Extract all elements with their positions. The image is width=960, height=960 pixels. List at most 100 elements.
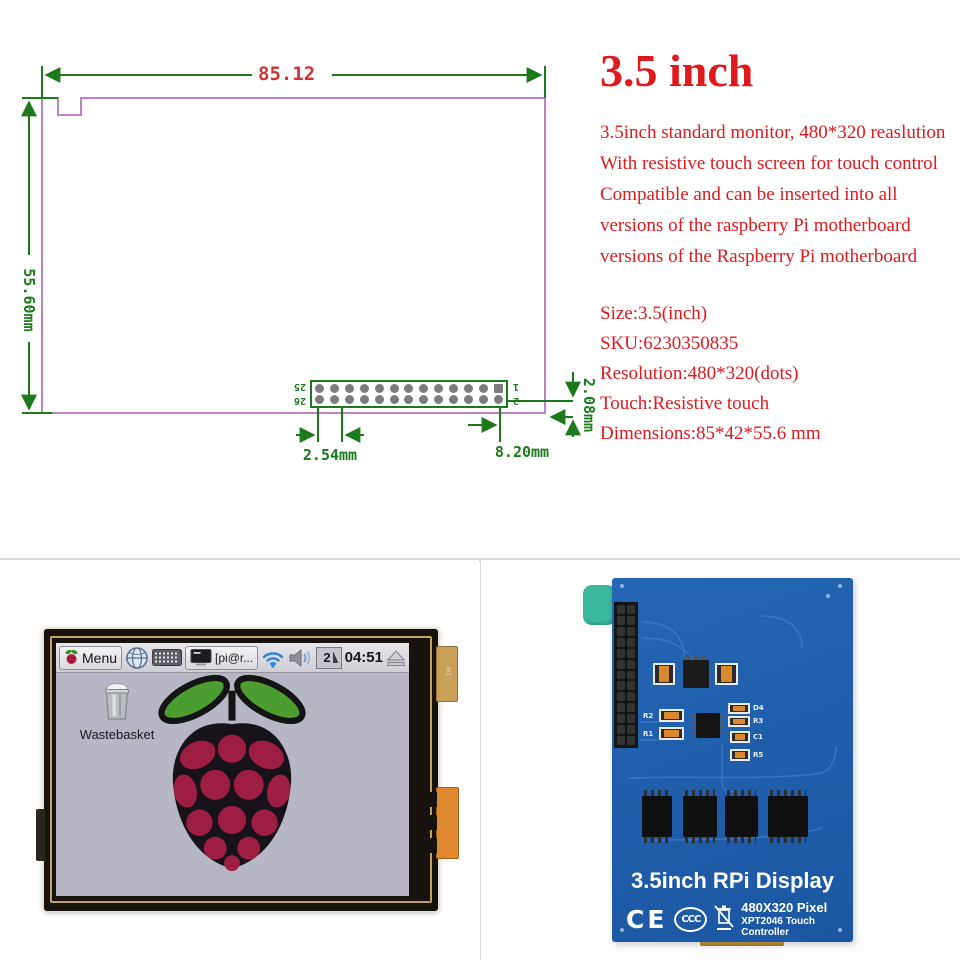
capacitor-c1: [730, 731, 750, 743]
header-hole: [617, 725, 625, 735]
display-front-photo: 0/1: [20, 562, 480, 960]
header-hole: [627, 659, 635, 669]
driver-ic: [642, 790, 672, 843]
header-hole: [617, 692, 625, 702]
silkscreen-r2: R2: [643, 712, 654, 720]
weee-icon: [714, 904, 734, 935]
silkscreen-c1: C1: [753, 733, 764, 741]
header-hole: [617, 637, 625, 647]
right-gold-tab: [436, 646, 458, 702]
connector-pin: [404, 384, 414, 393]
connector-pin: [449, 384, 459, 393]
connector-pin: [374, 384, 384, 393]
connector-pin: [464, 384, 474, 393]
product-description: 3.5inch standard monitor, 480*320 reaslu…: [600, 117, 960, 272]
raspbian-screen: Menu: [56, 643, 409, 896]
resistor-r2: [659, 709, 684, 722]
connector-pin: [389, 384, 399, 393]
spec-size: Size:3.5(inch): [600, 302, 708, 324]
pin-label-2: 2: [513, 395, 520, 406]
cpu-monitor[interactable]: 2: [316, 646, 342, 669]
header-hole: [627, 615, 635, 625]
capacitor-component: [653, 663, 675, 685]
connector-pin: [389, 395, 399, 404]
description-line: versions of the Raspberry Pi motherboard: [600, 245, 918, 267]
product-title: 3.5 inch: [600, 45, 754, 96]
description-line: versions of the raspberry Pi motherboard: [600, 214, 911, 236]
connector-pin: [344, 384, 354, 393]
header-hole: [627, 681, 635, 691]
spec-resolution: Resolution:480*320(dots): [600, 362, 799, 384]
keyboard-icon[interactable]: [152, 649, 183, 666]
connector-pin: [419, 395, 429, 404]
stylus-clip: [583, 585, 616, 625]
header-hole: [617, 626, 625, 636]
connector-pin: [344, 395, 354, 404]
cpu-value: 2: [323, 650, 331, 665]
description-line: 3.5inch standard monitor, 480*320 reaslu…: [600, 121, 946, 143]
wifi-icon[interactable]: [261, 648, 285, 668]
bottom-flex-strip: [700, 940, 784, 946]
connector-pin: [478, 395, 488, 404]
header-hole: [617, 681, 625, 691]
spec-dimensions: Dimensions:85*42*55.6 mm: [600, 422, 821, 444]
connector-pin: [329, 395, 339, 404]
connector-pin: [449, 395, 459, 404]
cpu-graph-icon: [332, 652, 338, 663]
resistor-r3: [728, 716, 750, 727]
diagram-lines: [21, 66, 581, 443]
board-outline: [41, 97, 546, 414]
terminal-button-label: [pi@r...: [215, 650, 254, 665]
terminal-window-button[interactable]: [pi@r...: [185, 645, 259, 670]
silkscreen-r1: R1: [643, 730, 654, 738]
gpio-connector-footprint: [310, 380, 508, 408]
horizontal-divider: [0, 558, 960, 560]
resistor-r5: [730, 749, 750, 761]
connector-pin: [434, 384, 444, 393]
connector-pin: [493, 395, 503, 404]
connector-pin: [464, 395, 474, 404]
header-hole: [617, 703, 625, 713]
driver-ic: [768, 790, 808, 843]
browser-globe-icon[interactable]: [125, 646, 149, 670]
header-hole: [627, 670, 635, 680]
connector-pin: [315, 384, 324, 393]
volume-icon[interactable]: [288, 648, 313, 668]
taskbar-clock[interactable]: 04:51: [344, 649, 383, 666]
connector-pin: [359, 384, 369, 393]
trash-can-icon: [105, 683, 129, 720]
bezel-gold-frame: [50, 636, 432, 903]
flex-marking-label: 0/1: [444, 667, 453, 676]
wastebasket-label: Wastebasket: [79, 727, 155, 742]
header-hole: [627, 736, 635, 745]
width-dimension-label: 85.12: [254, 63, 320, 85]
connector-pin: [404, 395, 414, 404]
silkscreen-r5: R5: [753, 751, 764, 759]
pitch-dimension-label: 2.54mm: [302, 446, 358, 464]
header-hole: [617, 670, 625, 680]
height-dimension-label: 55.60mm: [20, 268, 38, 332]
description-line: Compatible and can be inserted into all: [600, 183, 898, 205]
header-hole: [627, 714, 635, 724]
eject-icon[interactable]: [386, 649, 406, 667]
connector-pin: [329, 384, 339, 393]
silkscreen-d4: D4: [753, 704, 764, 712]
header-hole: [617, 736, 625, 745]
pcb-title: 3.5inch RPi Display: [631, 868, 834, 893]
vertical-divider: [479, 560, 481, 960]
header-hole: [617, 659, 625, 669]
pin-label-1: 1: [513, 381, 520, 392]
raspberry-pi-logo: [144, 667, 320, 893]
diode-d4: [728, 703, 750, 714]
connector-pin: [419, 384, 429, 393]
menu-button[interactable]: Menu: [59, 645, 123, 670]
resistor-r1: [659, 727, 684, 740]
pixel-label: 480X320 Pixel: [741, 900, 828, 915]
offset-dimension-label: 2.08mm: [580, 377, 598, 433]
header-hole: [627, 648, 635, 658]
driver-ic: [725, 790, 758, 843]
wastebasket-icon[interactable]: Wastebasket: [72, 681, 162, 742]
touch-controller-ic: [692, 713, 724, 738]
header-hole: [617, 615, 625, 625]
